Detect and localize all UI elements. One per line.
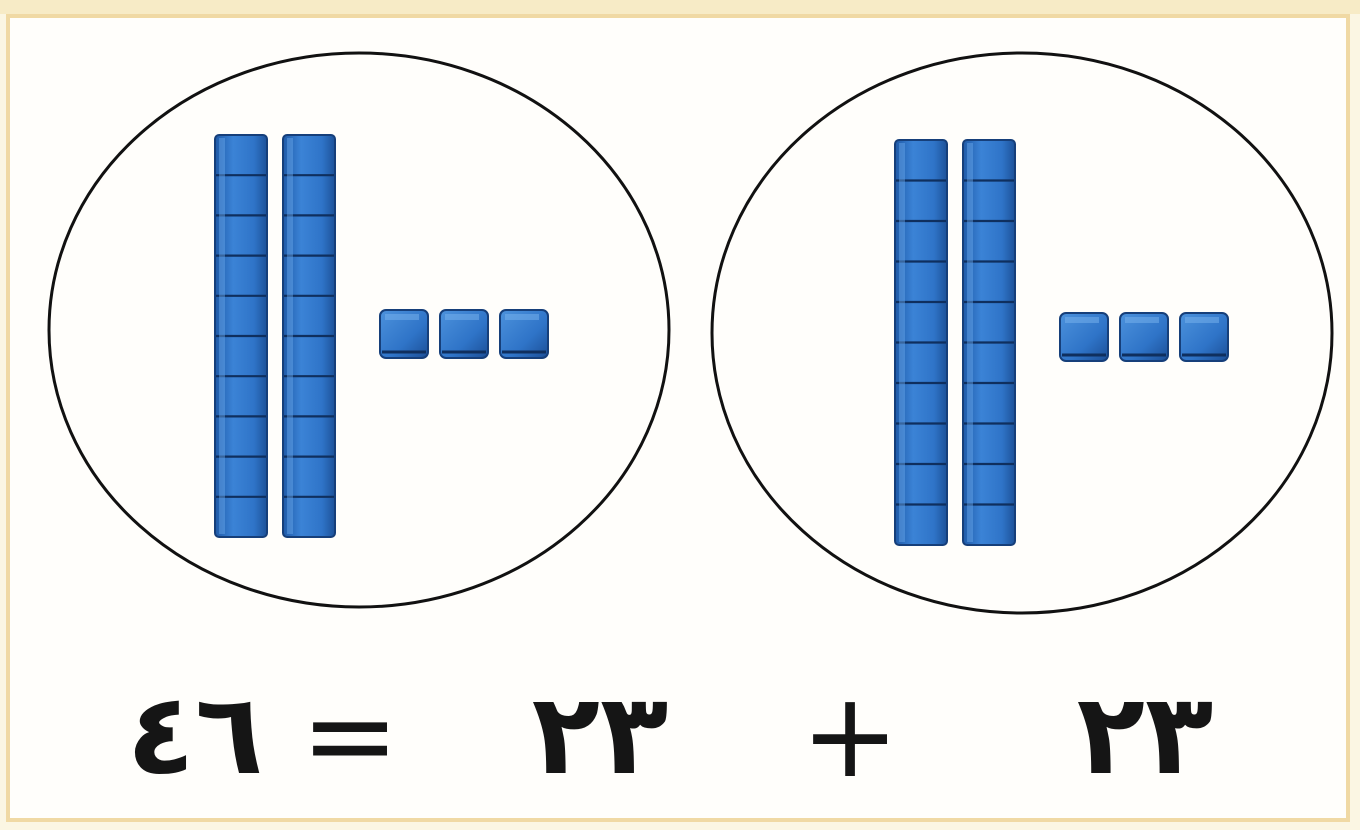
equation-addend-1: ٢٣ bbox=[520, 665, 680, 805]
left-unit-cubes bbox=[380, 310, 548, 358]
equals-sign: = bbox=[290, 665, 410, 805]
equation-addend-2: ٢٣ bbox=[1060, 665, 1230, 805]
equation-row: ٤٦ = ٢٣ + ٢٣ bbox=[0, 665, 1360, 805]
unit-cube-block-icon bbox=[380, 310, 428, 358]
ten-rod-block-icon bbox=[895, 140, 947, 545]
right-unit-cubes bbox=[1060, 313, 1228, 361]
ten-rod-block-icon bbox=[283, 135, 335, 537]
right-ten-rods bbox=[895, 140, 1015, 545]
unit-cube-block-icon bbox=[440, 310, 488, 358]
ten-rod-block-icon bbox=[215, 135, 267, 537]
left-group-circle bbox=[49, 53, 669, 607]
unit-cube-block-icon bbox=[1060, 313, 1108, 361]
unit-cube-block-icon bbox=[1180, 313, 1228, 361]
right-group-circle bbox=[712, 53, 1332, 613]
ten-rod-block-icon bbox=[963, 140, 1015, 545]
unit-cube-block-icon bbox=[500, 310, 548, 358]
equation-result: ٤٦ bbox=[120, 665, 270, 805]
left-ten-rods bbox=[215, 135, 335, 537]
unit-cube-block-icon bbox=[1120, 313, 1168, 361]
plus-sign: + bbox=[790, 665, 910, 805]
